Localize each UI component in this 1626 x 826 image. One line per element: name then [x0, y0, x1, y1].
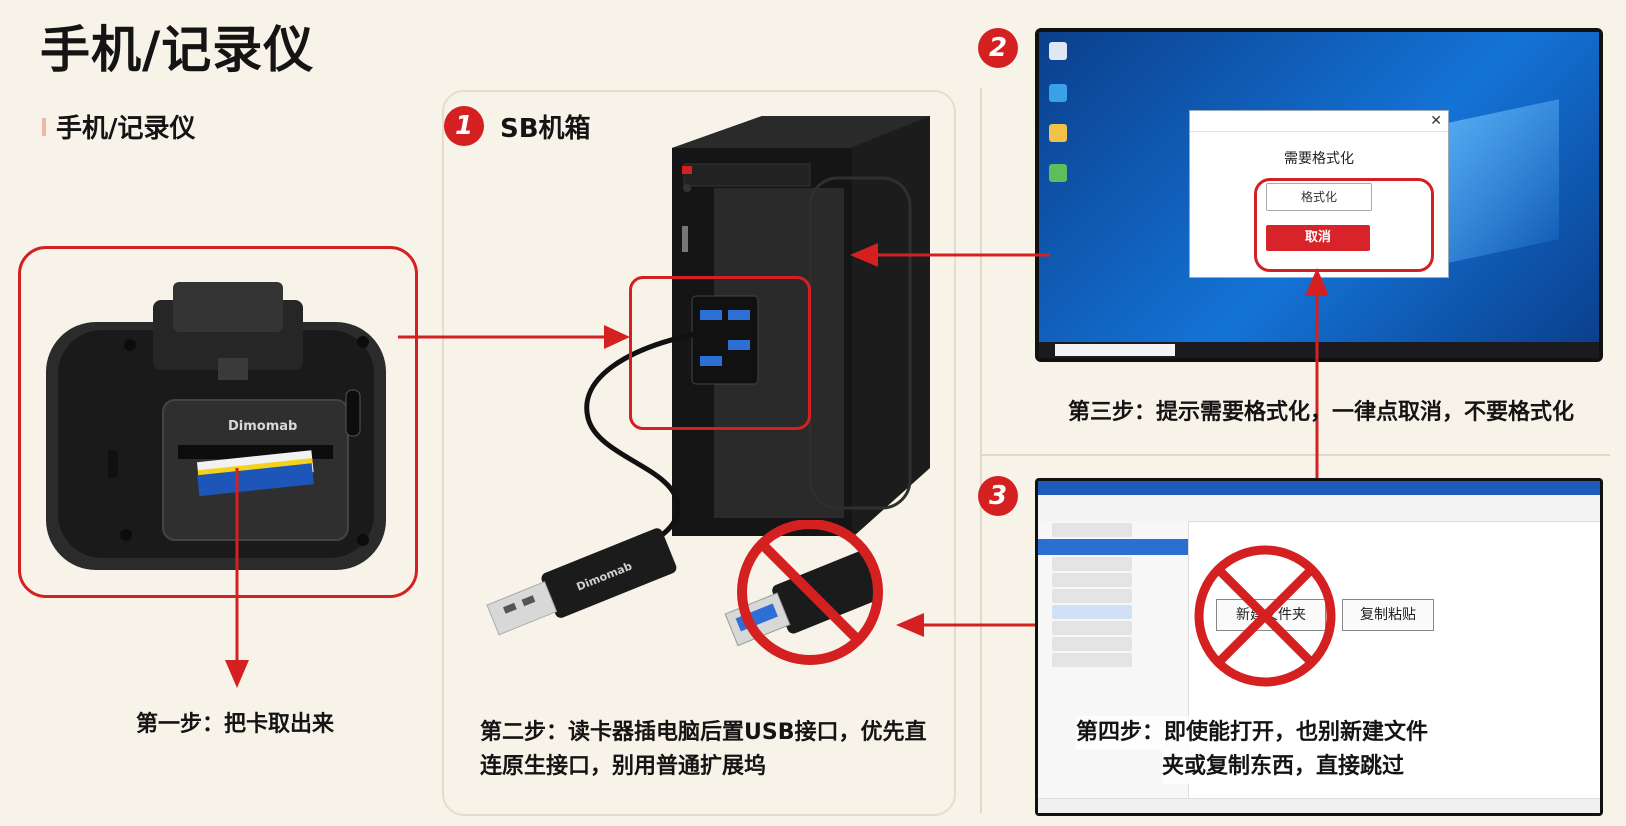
step-badge-1: 1	[444, 106, 484, 146]
folder-icon	[1049, 124, 1067, 142]
card-reader-brand-label: Dimomab	[228, 419, 297, 434]
taskbar	[1039, 342, 1599, 358]
arrow-to-pc	[398, 325, 630, 349]
nav-item-selected[interactable]	[1038, 539, 1188, 555]
page-subtitle: 手机/记录仪	[56, 114, 196, 144]
format-dialog: ✕ 需要格式化 格式化 取消	[1189, 110, 1449, 278]
step3-text: 第三步：提示需要格式化，一律点取消，不要格式化	[1068, 400, 1575, 425]
explorer-titlebar	[1038, 481, 1600, 495]
explorer-ribbon	[1038, 495, 1600, 522]
pc-section-title: SB机箱	[500, 114, 591, 144]
card-reader-illustration: Dimomab	[46, 282, 386, 570]
nav-item[interactable]	[1052, 653, 1132, 667]
crossed-out-adapter	[724, 520, 883, 665]
taskbar-search-box[interactable]	[1055, 344, 1175, 356]
nav-item[interactable]	[1052, 573, 1132, 587]
dialog-titlebar: ✕	[1190, 111, 1448, 132]
windows-logo-graphic	[1439, 99, 1559, 265]
step-badge-2: 2	[978, 28, 1018, 68]
close-icon[interactable]: ✕	[1430, 113, 1442, 129]
step2-text-line2: 连原生接口，别用普通扩展坞	[480, 754, 767, 779]
subtitle-accent-bar	[42, 118, 46, 136]
step4-text-line2: 夹或复制东西，直接跳过	[1162, 750, 1405, 784]
step1-text: 第一步：把卡取出来	[136, 712, 335, 737]
arrow-up-to-cancel	[1305, 268, 1329, 506]
arrow-down-step1	[225, 468, 249, 688]
nav-item[interactable]	[1052, 523, 1132, 537]
dialog-message: 需要格式化	[1284, 151, 1354, 167]
copy-paste-button[interactable]: 复制粘贴	[1342, 599, 1434, 631]
arrow-to-adapter	[896, 613, 1052, 637]
format-button[interactable]: 格式化	[1266, 183, 1372, 211]
step-badge-3: 3	[978, 476, 1018, 516]
prohibited-icon	[1194, 545, 1336, 687]
nav-item[interactable]	[1052, 557, 1132, 571]
nav-item[interactable]	[1052, 637, 1132, 651]
chrome-icon	[1049, 164, 1067, 182]
cancel-button[interactable]: 取消	[1266, 225, 1370, 251]
horizontal-divider	[980, 454, 1610, 456]
desktop-screenshot: ✕ 需要格式化 格式化 取消	[1035, 28, 1603, 362]
step2-text-line1: 第二步：读卡器插电脑后置USB接口，优先直	[480, 720, 927, 745]
arrow-to-tower	[850, 243, 1050, 267]
nav-item[interactable]	[1052, 621, 1132, 635]
step4-text-line1: 第四步：即使能打开，也别新建文件	[1076, 716, 1429, 750]
usb-port-highlight-box	[629, 276, 811, 430]
recycle-bin-icon	[1049, 42, 1067, 60]
pc-tower-illustration: Dimomab	[486, 116, 930, 636]
edge-icon	[1049, 84, 1067, 102]
pc-panel	[442, 90, 956, 816]
cancel-highlight-box	[1254, 178, 1434, 272]
nav-item[interactable]	[1052, 605, 1132, 619]
explorer-status-bar	[1038, 798, 1600, 813]
card-reader-highlight-box	[18, 246, 418, 598]
nav-item[interactable]	[1052, 589, 1132, 603]
vertical-divider	[980, 88, 982, 813]
page-title: 手机/记录仪	[40, 21, 315, 79]
